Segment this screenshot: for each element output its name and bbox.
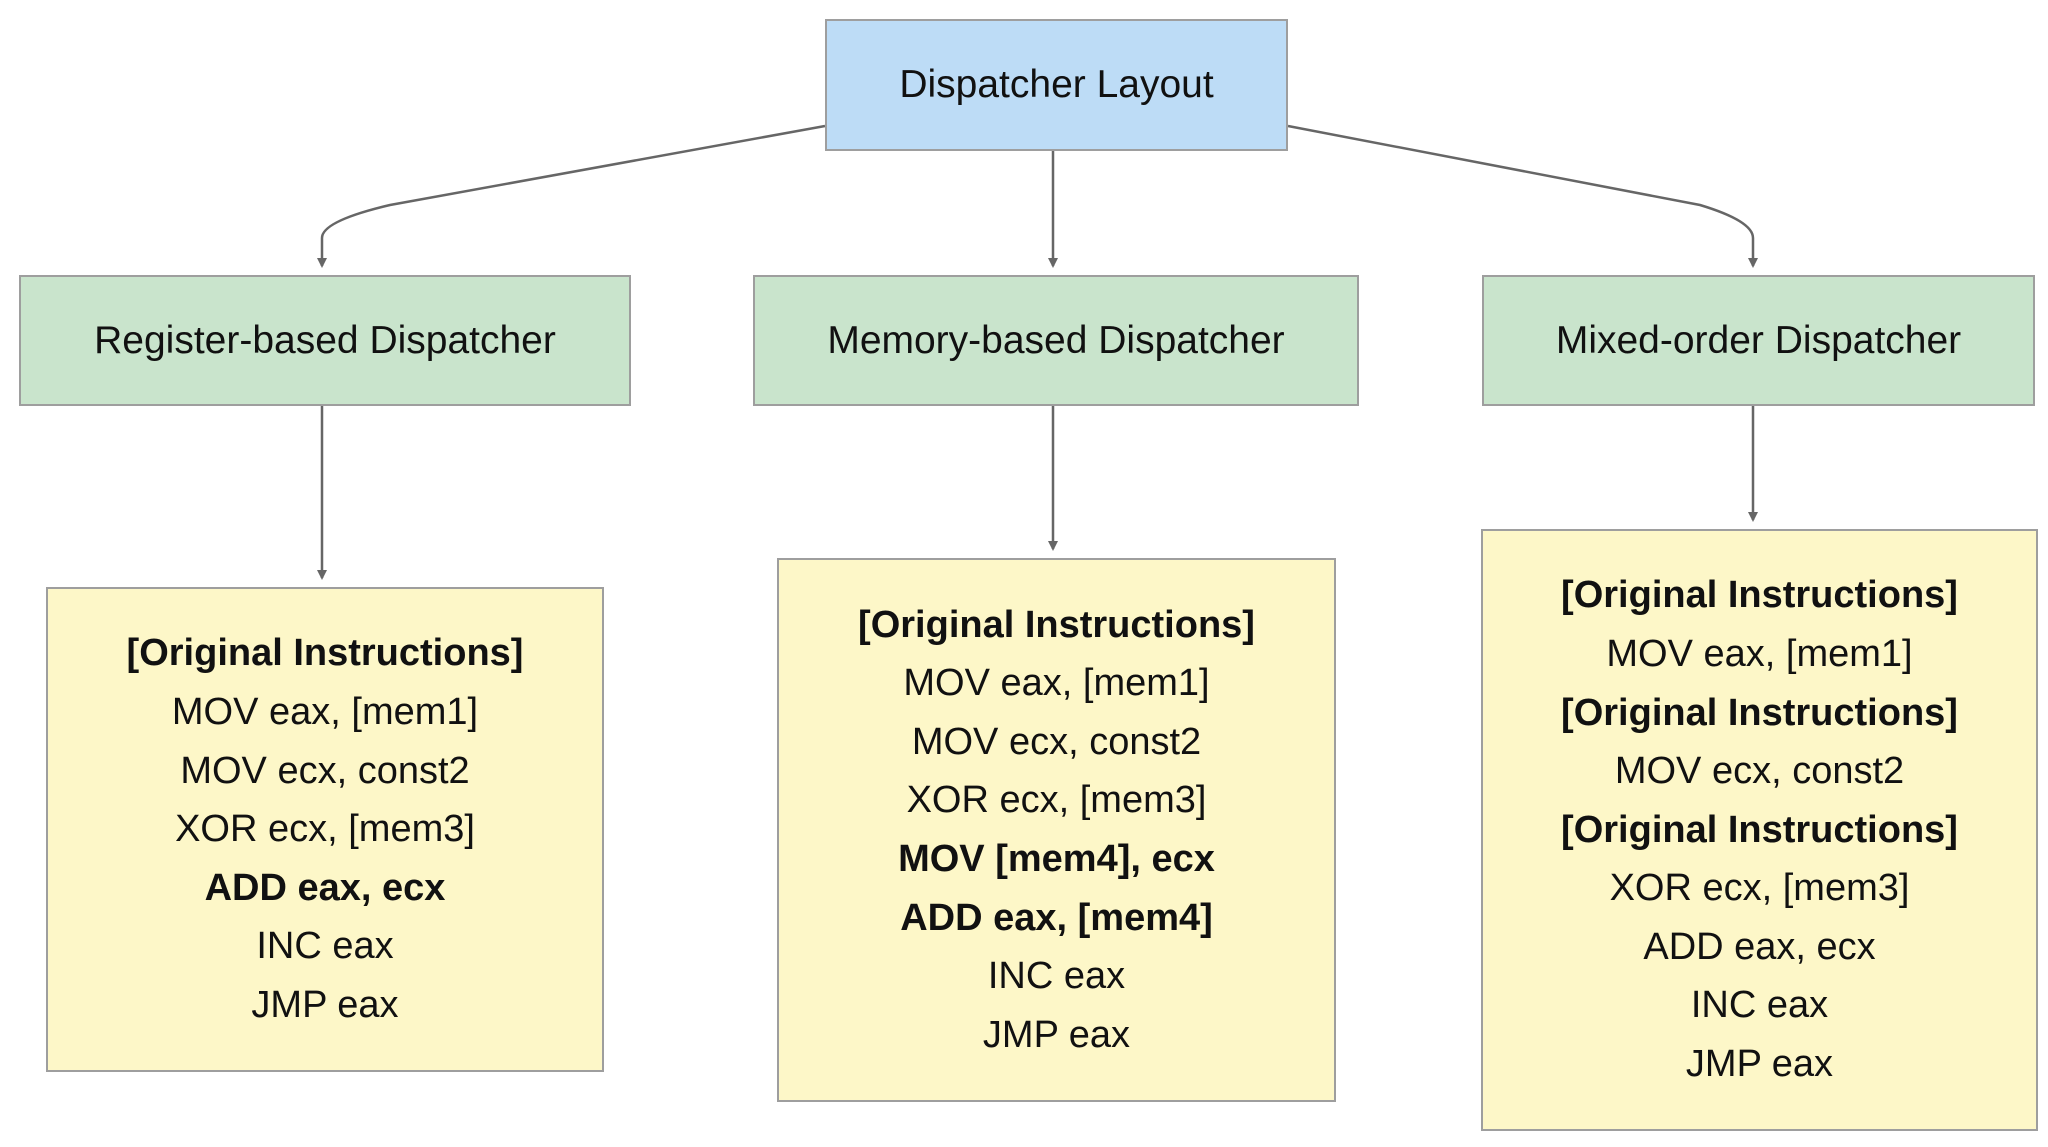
instruction-line: MOV ecx, const2 [180, 749, 470, 792]
instruction-line: XOR ecx, [mem3] [175, 808, 475, 851]
memory-dispatcher-code-block: [Original Instructions] MOV eax, [mem1] MO… [777, 558, 1336, 1102]
memory-based-dispatcher-label: Memory-based Dispatcher [827, 318, 1285, 362]
instruction-line: ADD eax, [mem4] [900, 896, 1213, 939]
register-based-dispatcher-node: Register-based Dispatcher [19, 275, 631, 406]
instruction-line: MOV ecx, const2 [911, 720, 1202, 763]
instruction-line: JMP eax [1685, 1043, 1834, 1086]
mixed-dispatcher-code-block: [Original Instructions] MOV eax, [mem1] [O… [1481, 529, 2038, 1131]
instruction-line: [Original Instructions] [1561, 691, 1958, 734]
instruction-line: MOV eax, [mem1] [171, 691, 479, 734]
instruction-line: XOR ecx, [mem3] [906, 779, 1207, 822]
edge-root-to-mixed [1287, 124, 1758, 268]
mixed-order-dispatcher-label: Mixed-order Dispatcher [1555, 318, 1962, 362]
instruction-line: [Original Instructions] [1561, 574, 1958, 617]
instruction-line: ADD eax, ecx [204, 866, 446, 909]
instruction-line: MOV eax, [mem1] [1606, 632, 1913, 675]
instruction-line: INC eax [1690, 984, 1829, 1027]
dispatcher-layout-label: Dispatcher Layout [899, 63, 1214, 106]
instruction-line: [Original Instructions] [1561, 808, 1958, 851]
dispatcher-layout-node: Dispatcher Layout [825, 19, 1288, 151]
memory-based-dispatcher-node: Memory-based Dispatcher [753, 275, 1359, 406]
edge-root-to-register [317, 124, 826, 268]
register-based-dispatcher-label: Register-based Dispatcher [94, 318, 556, 362]
instruction-line: MOV [mem4], ecx [898, 838, 1215, 880]
instruction-line: [Original Instructions] [858, 603, 1255, 646]
register-dispatcher-code-block: [Original Instructions] MOV eax, [mem1] MO… [46, 587, 604, 1072]
instruction-line: XOR ecx, [mem3] [1609, 867, 1910, 910]
instruction-line: JMP eax [982, 1013, 1131, 1056]
instruction-line: MOV ecx, const2 [1614, 750, 1905, 793]
instruction-line: JMP eax [251, 983, 399, 1026]
instruction-line: INC eax [256, 925, 394, 968]
instruction-line: [Original Instructions] [126, 632, 524, 675]
instruction-line: MOV eax, [mem1] [903, 662, 1210, 705]
mixed-order-dispatcher-node: Mixed-order Dispatcher [1482, 275, 2035, 406]
instruction-line: INC eax [987, 955, 1126, 998]
instruction-line: ADD eax, ecx [1643, 925, 1876, 968]
